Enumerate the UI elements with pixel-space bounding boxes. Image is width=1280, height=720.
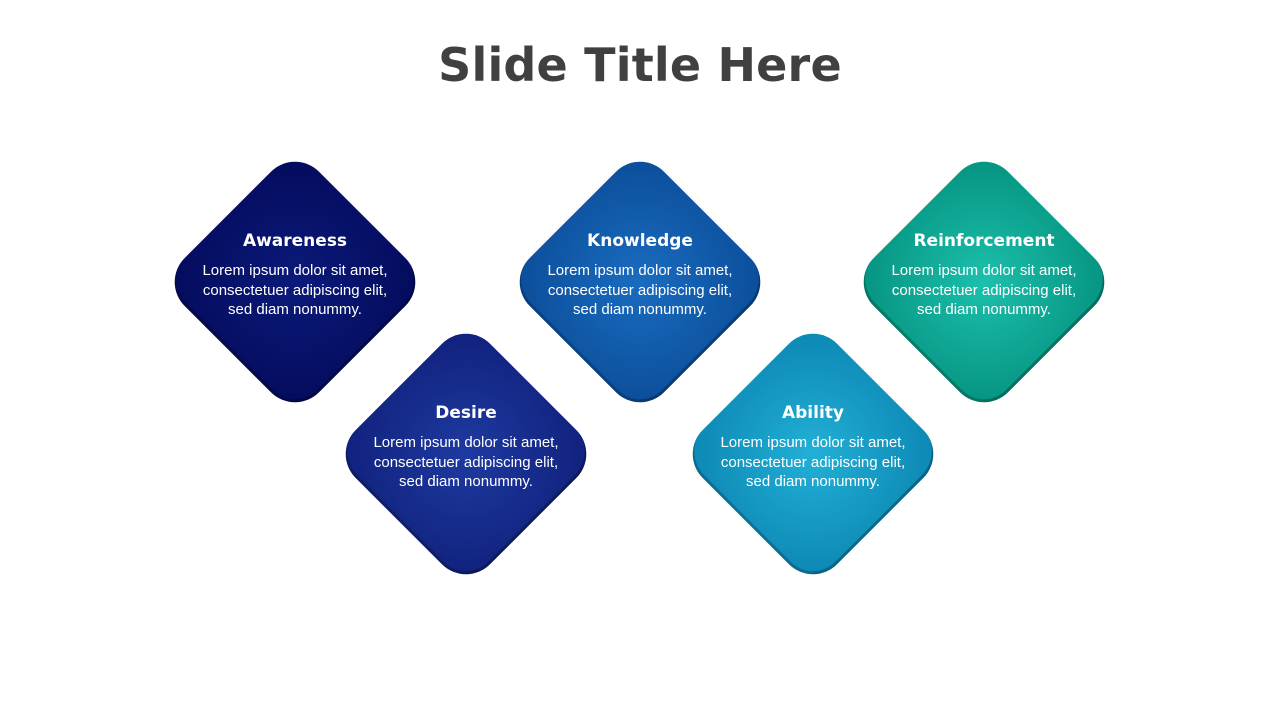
card-body: Lorem ipsum dolor sit amet, consectetuer… [720,434,906,490]
card-title: Knowledge [587,231,693,251]
card-text: Knowledge Lorem ipsum dolor sit amet, co… [540,231,740,320]
card-text: Reinforcement Lorem ipsum dolor sit amet… [884,231,1084,320]
card-text: Ability Lorem ipsum dolor sit amet, cons… [713,403,913,492]
card-title: Ability [781,403,844,423]
slide-title: Slide Title Here [438,38,842,92]
card-ability: Ability Lorem ipsum dolor sit amet, cons… [678,319,948,589]
card-desire: Desire Lorem ipsum dolor sit amet, conse… [331,319,601,589]
card-knowledge: Knowledge Lorem ipsum dolor sit amet, co… [505,147,775,417]
card-title: Awareness [242,231,348,251]
card-awareness: Awareness Lorem ipsum dolor sit amet, co… [160,147,430,417]
card-body: Lorem ipsum dolor sit amet, consectetuer… [373,434,559,490]
card-reinforcement: Reinforcement Lorem ipsum dolor sit amet… [849,147,1119,417]
card-text: Desire Lorem ipsum dolor sit amet, conse… [366,403,566,492]
card-body: Lorem ipsum dolor sit amet, consectetuer… [547,262,733,318]
card-title: Desire [435,403,497,423]
card-body: Lorem ipsum dolor sit amet, consectetuer… [202,262,388,318]
card-title: Reinforcement [913,231,1055,251]
card-text: Awareness Lorem ipsum dolor sit amet, co… [195,231,395,320]
card-body: Lorem ipsum dolor sit amet, consectetuer… [891,262,1077,318]
